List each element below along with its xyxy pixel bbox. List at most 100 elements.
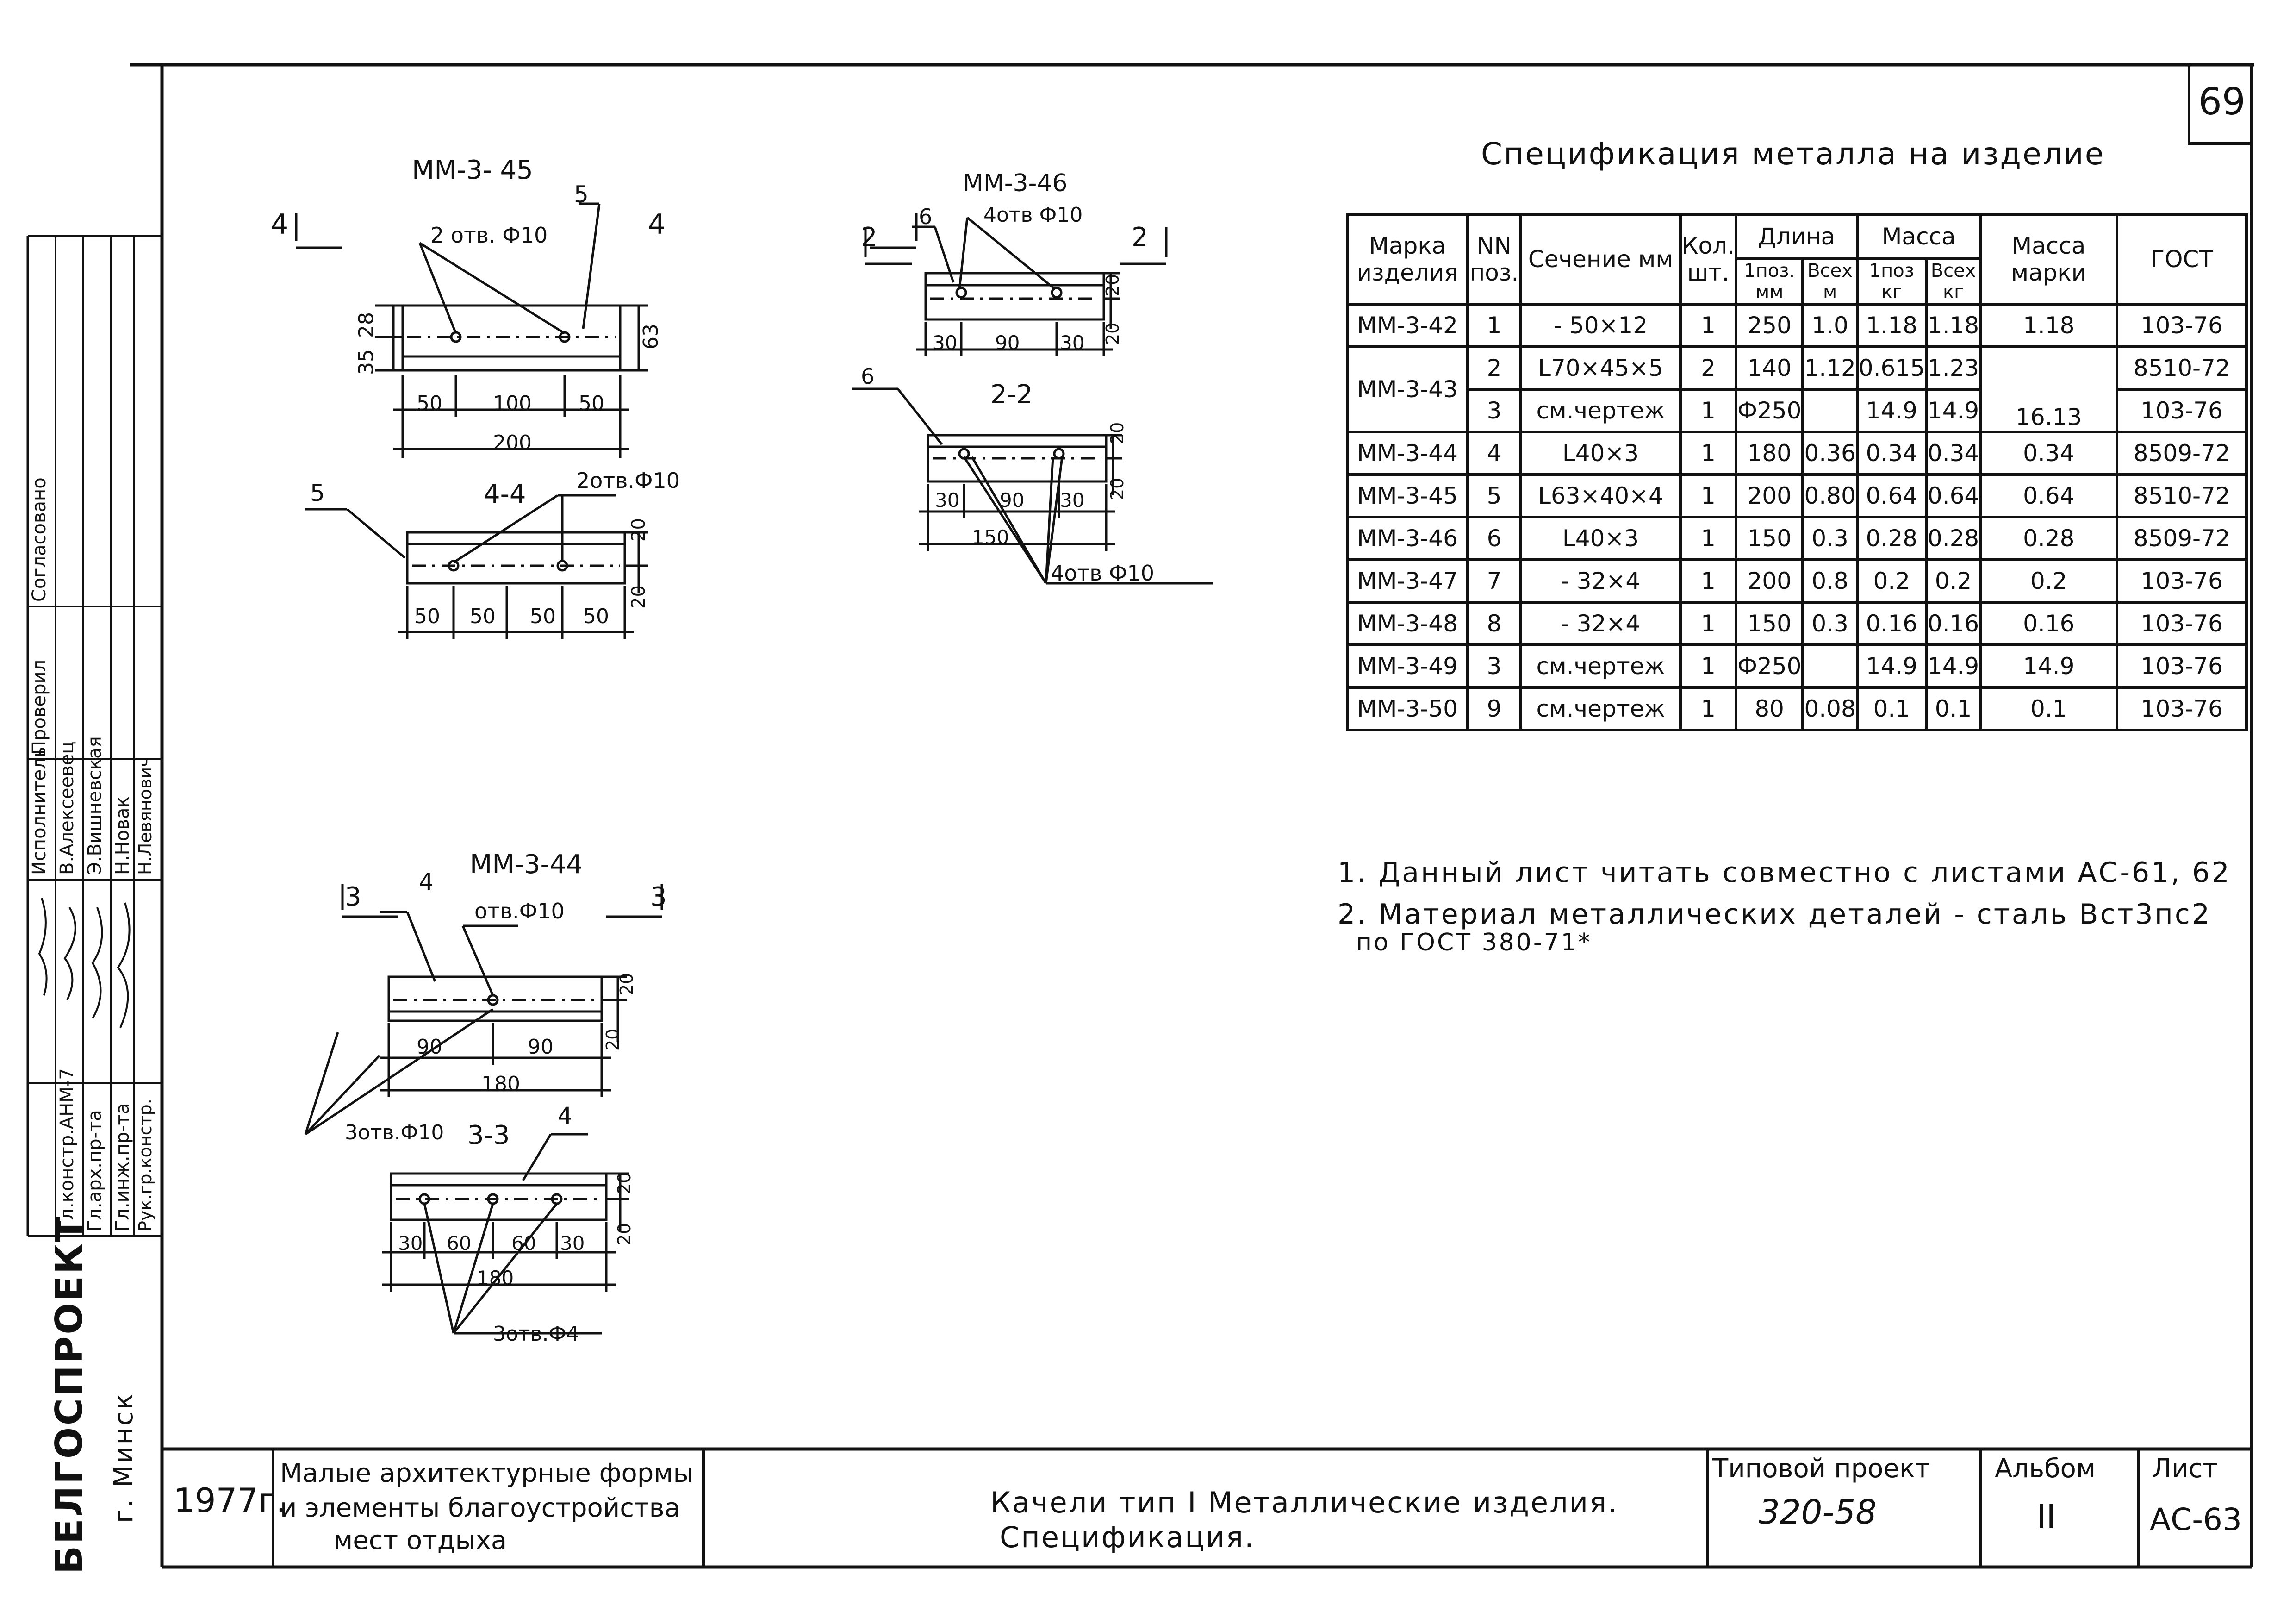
mm-3-45-dim-total: 200 [493, 431, 532, 455]
stamp-name-3: Н.Новак [112, 796, 133, 875]
section-4-4-dim-3: 50 [530, 605, 556, 628]
mm-3-46-holes: 4отв Ф10 [983, 203, 1083, 227]
spec-subheader-row: 1поз. мм Всех м 1поз кг Всех кг [1347, 257, 2246, 306]
section-3-3-dim-v2: 20 [614, 1223, 635, 1245]
mm-3-44-dim-total: 180 [481, 1072, 520, 1096]
section-4-4-position: 5 [310, 480, 325, 506]
drawing-mm-3-46 [852, 217, 1213, 585]
spec-cell-len-one: 150 [1734, 601, 1804, 646]
spec-cell-mass-mark: 0.16 [1979, 601, 2119, 646]
stamp-partial-right: Согласовано [29, 477, 50, 602]
spec-cell-qty: 1 [1679, 516, 1737, 561]
spec-cell-mark: ММ-3-43 [1346, 345, 1469, 433]
spec-cell-len-all: 0.80 [1801, 473, 1859, 518]
spec-cell-section: L70×45×5 [1519, 345, 1682, 391]
spec-cell-len-all: 1.0 [1801, 303, 1859, 348]
spec-cell-qty: 1 [1679, 643, 1737, 689]
mm-3-46-dim-2: 90 [995, 331, 1020, 354]
spec-cell-pos: 7 [1466, 558, 1522, 604]
spec-cell-len-one: 80 [1734, 686, 1804, 731]
spec-table: Марка изделия NN поз. Сечение мм Кол. шт… [1346, 213, 2248, 731]
section-3-3-dim-total: 180 [477, 1267, 514, 1289]
mm-3-44-dim-v2: 20 [603, 1028, 623, 1051]
spec-cell-mass-one: 0.2 [1855, 558, 1928, 604]
header-mass: Масса [1855, 213, 1982, 260]
mm-3-46-title: ММ-3-46 [963, 169, 1068, 197]
spec-cell-mass-one: 14.9 [1855, 643, 1928, 689]
spec-cell-mass-all: 14.9 [1924, 388, 1982, 433]
spec-cell-gost: 8510-72 [2116, 345, 2248, 391]
spec-cell-qty: 1 [1679, 431, 1737, 476]
spec-cell-len-all: 0.8 [1801, 558, 1859, 604]
titleblock-album-value: II [2036, 1497, 2056, 1536]
spec-cell-len-all: 0.3 [1801, 601, 1859, 646]
stamp-partial-top: Исполнитель [29, 746, 50, 875]
spec-cell-len-all [1801, 643, 1859, 689]
mm-3-46-dim-v1: 20 [1102, 274, 1123, 296]
mm-3-46-dim-1: 30 [933, 331, 958, 354]
spec-cell-mass-mark: 1.18 [1979, 303, 2119, 348]
spec-cell-pos: 5 [1466, 473, 1522, 518]
spec-cell-mass-one: 14.9 [1855, 388, 1928, 433]
titleblock-sheet-title-2: Спецификация. [1000, 1520, 1255, 1554]
note-2-continued: по ГОСТ 380-71* [1356, 929, 1592, 956]
mm-3-46-cut-left: 2 [861, 222, 877, 252]
header-gost: ГОСТ [2116, 213, 2248, 306]
spec-cell-len-one: 150 [1734, 516, 1804, 561]
spec-cell-mass-all: 1.18 [1924, 303, 1982, 348]
mm-3-44-position: 4 [419, 868, 434, 895]
spec-cell-pos: 4 [1466, 431, 1522, 476]
section-4-4-dim-4: 50 [583, 605, 609, 628]
spec-cell-mass-mark: 16.13 [1979, 345, 2119, 433]
spec-cell-mass-all: 0.64 [1924, 473, 1982, 518]
spec-cell-len-all: 0.36 [1801, 431, 1859, 476]
section-2-2-dim-2: 90 [1000, 489, 1025, 512]
spec-cell-gost: 103-76 [2116, 303, 2248, 348]
spec-cell-gost: 8509-72 [2116, 516, 2248, 561]
mm-3-44-cut-left: 3 [345, 882, 361, 912]
spec-cell-section: см.чертеж [1519, 388, 1682, 433]
spec-cell-qty: 1 [1679, 303, 1737, 348]
mm-3-45-position: 5 [574, 181, 589, 208]
stamp-org: БЕЛГОСПРОЕКТ [48, 1215, 91, 1574]
note-2: 2. Материал металлических деталей - стал… [1338, 898, 2212, 931]
stamp-name-1: В.Алексеевец [56, 741, 78, 875]
header-mass-all: Всех кг [1924, 257, 1982, 306]
titleblock-sheet-label: Лист [2152, 1454, 2218, 1484]
spec-cell-pos: 2 [1466, 345, 1522, 391]
mm-3-45-dim-h1: 35 [355, 349, 378, 375]
spec-cell-mass-all: 0.2 [1924, 558, 1982, 604]
spec-cell-gost: 103-76 [2116, 601, 2248, 646]
spec-cell-len-one: Ф250 [1734, 388, 1804, 433]
spec-cell-len-all: 1.12 [1801, 345, 1859, 391]
sheet-number: 69 [2198, 80, 2246, 123]
spec-cell-section: L40×3 [1519, 516, 1682, 561]
titleblock-sheet-title-1: Качели тип I Металлические изделия. [990, 1486, 1619, 1519]
header-mark: Марка изделия [1346, 213, 1469, 306]
spec-cell-mass-mark: 14.9 [1979, 643, 2119, 689]
mm-3-44-dim-1: 90 [417, 1035, 442, 1059]
mm-3-44-title: ММ-3-44 [470, 849, 583, 880]
spec-cell-mark: ММ-3-48 [1346, 601, 1469, 646]
spec-cell-pos: 9 [1466, 686, 1522, 731]
section-4-4-dim-1: 50 [414, 605, 440, 628]
section-3-3-dim-4: 30 [560, 1232, 585, 1255]
spec-cell-pos: 8 [1466, 601, 1522, 646]
stamp-signatures [38, 898, 131, 1028]
mm-3-44-dim-v1: 20 [616, 973, 637, 995]
titleblock-type-label: Типовой проект [1712, 1454, 1930, 1484]
section-3-3-dim-2: 60 [447, 1232, 472, 1255]
mm-3-44-cut-right: 3 [650, 882, 667, 912]
spec-cell-section: - 50×12 [1519, 303, 1682, 348]
spec-cell-mass-all: 0.16 [1924, 601, 1982, 646]
mm-3-45-dim-h2: 28 [355, 312, 378, 338]
header-section: Сечение мм [1519, 213, 1682, 306]
spec-cell-mass-all: 0.28 [1924, 516, 1982, 561]
spec-title: Спецификация металла на изделие [1481, 136, 2105, 172]
